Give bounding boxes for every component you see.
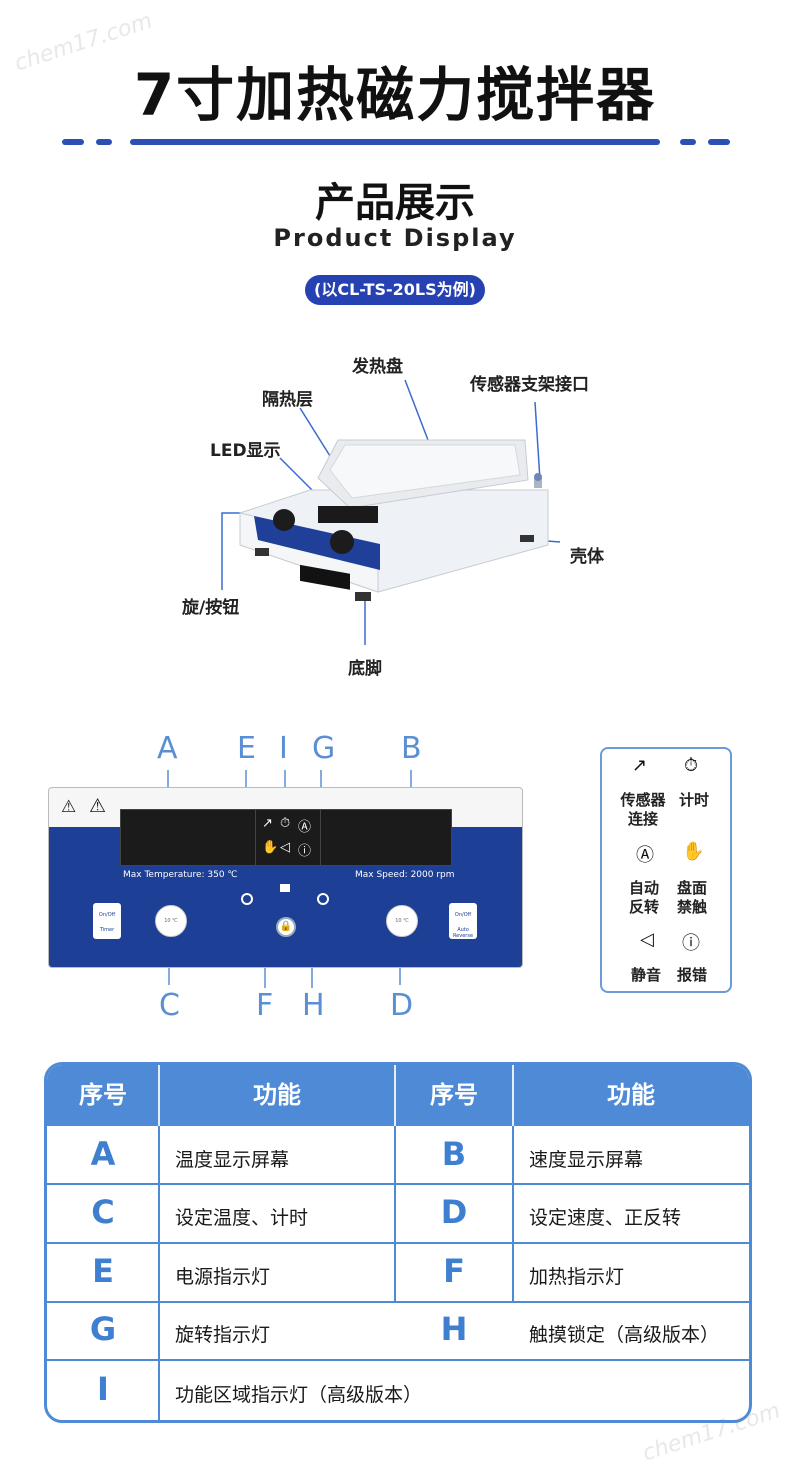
mute-icon: ◁ <box>640 929 654 950</box>
warning-icon: ⚠ <box>89 795 107 817</box>
table-cell-value: 速度显示屏幕 <box>529 1149 644 1171</box>
no-touch-icon: ✋ <box>262 840 279 855</box>
table-cell-key: C <box>91 1193 115 1231</box>
temperature-display <box>120 809 257 866</box>
grid-line <box>158 1065 160 1126</box>
grid-line <box>512 1065 514 1126</box>
callout-sensor-port: 传感器支架接口 <box>470 375 589 395</box>
table-cell-key: G <box>89 1310 117 1348</box>
grid-line <box>47 1359 749 1361</box>
divider-right-short <box>680 139 696 145</box>
divider-right-short <box>708 139 730 145</box>
page-title: 7寸加热磁力搅拌器 <box>133 61 657 129</box>
table-cell-value: 电源指示灯 <box>175 1266 271 1288</box>
table-cell-value: 功能区域指示灯（高级版本） <box>175 1384 423 1406</box>
label-C: C <box>159 988 180 1023</box>
header-no-2: 序号 <box>430 1081 478 1109</box>
legend-label-alarm: 报错 <box>676 966 707 984</box>
product-illustration <box>221 379 561 645</box>
legend-label-no-touch: 盘面 禁触 <box>676 879 707 916</box>
label-A: A <box>157 731 178 766</box>
section-title: 产品展示 <box>315 180 475 226</box>
label-I: I <box>279 731 288 766</box>
header-func-1: 功能 <box>253 1081 301 1109</box>
mute-icon: ◁ <box>280 840 290 855</box>
speed-knob[interactable]: 10 ℃ <box>386 905 418 937</box>
divider-main <box>130 139 660 145</box>
callout-led: LED显示 <box>210 441 281 461</box>
legend-label-auto-reverse: 自动 反转 <box>628 879 659 916</box>
icon-legend: ↗ ⏱ 传感器 连接 计时 Ⓐ ✋ 自动 反转 盘面 禁触 ◁ ⓘ 静音 报错 <box>600 747 732 993</box>
right-button-bottom-label: Auto Reverse <box>452 927 474 939</box>
table-cell-value: 设定温度、计时 <box>175 1207 309 1229</box>
sensor-icon: ↗ <box>262 816 273 831</box>
table-cell-key: E <box>92 1252 114 1290</box>
auto-reverse-icon: Ⓐ <box>636 845 654 866</box>
label-F: F <box>256 988 274 1023</box>
temperature-knob[interactable]: 10 ℃ <box>155 905 187 937</box>
right-function-button[interactable]: On/Off Auto Reverse <box>449 903 477 939</box>
callout-heating-plate: 发热盘 <box>352 357 403 377</box>
table-cell-value: 旋转指示灯 <box>175 1324 271 1346</box>
timer-icon: ⏱ <box>280 816 291 831</box>
divider-left-short <box>96 139 112 145</box>
table-cell-value: 设定速度、正反转 <box>529 1207 682 1229</box>
label-H: H <box>302 988 325 1023</box>
table-cell-key: D <box>440 1193 468 1231</box>
auto-reverse-icon: Ⓐ <box>298 820 312 835</box>
header-no-1: 序号 <box>79 1081 127 1109</box>
table-cell-key: A <box>90 1135 116 1173</box>
alarm-icon: ⓘ <box>682 933 700 954</box>
grid-line <box>394 1065 396 1126</box>
label-G: G <box>312 731 336 766</box>
table-header: 序号 功能 序号 功能 <box>47 1065 749 1126</box>
speed-label: Max Speed: 2000 rpm <box>355 870 455 880</box>
grid-line <box>47 1242 749 1244</box>
left-button-top-label: On/Off <box>98 912 116 918</box>
legend-label-sensor: 传感器 连接 <box>620 791 666 828</box>
table-cell-value: 加热指示灯 <box>529 1266 625 1288</box>
grid-line <box>47 1301 749 1303</box>
table-cell-value: 温度显示屏幕 <box>175 1149 290 1171</box>
speed-knob-label: 10 ℃ <box>395 918 409 924</box>
grid-line <box>47 1183 749 1185</box>
table-cell-key: H <box>440 1310 468 1348</box>
callout-knob: 旋/按钮 <box>182 598 240 618</box>
touch-lock-button[interactable]: 🔒 <box>276 917 296 937</box>
rotation-indicator <box>317 893 329 905</box>
function-table: 序号 功能 序号 功能 A 温度显示屏幕 B 速度显示屏幕 C 设定温度、计时 … <box>44 1062 752 1423</box>
label-B: B <box>401 731 422 766</box>
model-pill: (以CL-TS-20LS为例) <box>305 275 485 305</box>
heating-indicator-icon <box>280 884 290 892</box>
alarm-icon: ⓘ <box>298 844 312 859</box>
temperature-label: Max Temperature: 350 ℃ <box>123 870 238 880</box>
legend-label-mute: 静音 <box>630 966 661 984</box>
timer-icon: ⏱ <box>684 755 699 776</box>
table-cell-key: I <box>97 1370 109 1408</box>
table-cell-key: B <box>441 1135 467 1173</box>
table-cell-key: F <box>443 1252 465 1290</box>
callout-shell: 壳体 <box>570 547 604 567</box>
power-indicator <box>241 893 253 905</box>
table-cell-value: 触摸锁定（高级版本） <box>529 1324 720 1346</box>
temperature-knob-label: 10 ℃ <box>164 918 178 924</box>
left-button-bottom-label: Timer <box>99 927 115 933</box>
label-D: D <box>390 988 414 1023</box>
legend-label-timer: 计时 <box>678 791 709 809</box>
right-button-top-label: On/Off <box>454 912 472 918</box>
sensor-icon: ↗ <box>632 755 648 776</box>
speed-display <box>320 809 452 866</box>
left-function-button[interactable]: On/Off Timer <box>93 903 121 939</box>
header-func-2: 功能 <box>607 1081 655 1109</box>
callout-insulation: 隔热层 <box>262 390 313 410</box>
callout-feet: 底脚 <box>348 659 382 679</box>
hot-surface-icon: ⚠ <box>61 797 77 817</box>
function-indicator-area: ↗ ⏱ Ⓐ ✋ ◁ ⓘ <box>255 809 322 866</box>
section-subtitle: Product Display <box>273 224 517 252</box>
no-touch-icon: ✋ <box>682 841 705 862</box>
label-E: E <box>237 731 256 766</box>
divider-left-short <box>62 139 84 145</box>
